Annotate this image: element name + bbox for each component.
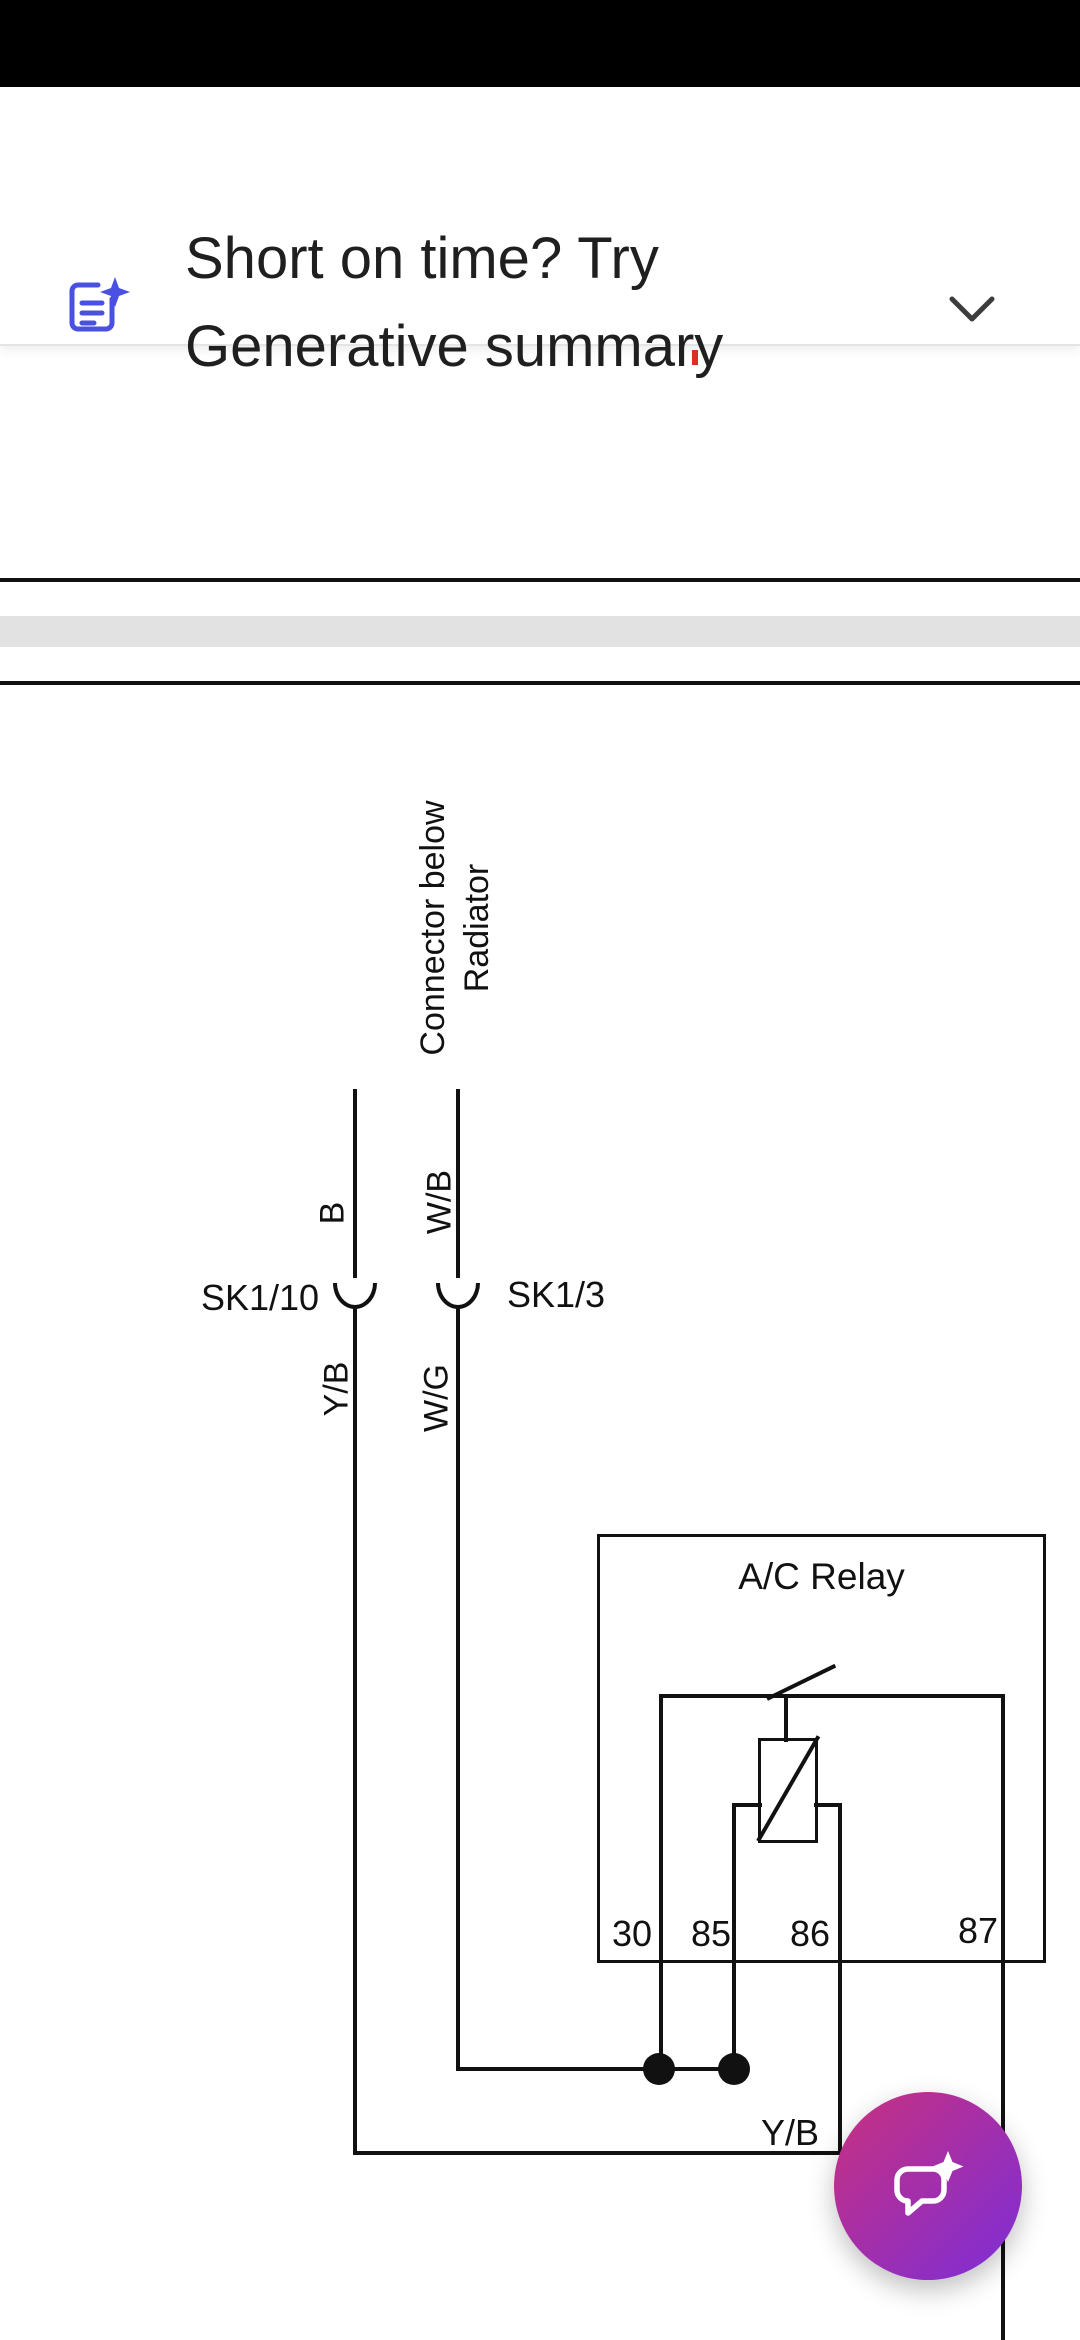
- wire-pin86: [838, 1803, 842, 2155]
- red-marker: [692, 350, 698, 365]
- relay-coil: [758, 1738, 818, 1843]
- wire-right-lower: [456, 1305, 460, 2071]
- wire-label-b: B: [313, 1201, 352, 1225]
- ai-assistant-fab[interactable]: [834, 2092, 1022, 2280]
- pin-label-87: 87: [957, 1910, 999, 1951]
- wire-right-upper: [456, 1089, 460, 1278]
- banner-title-line2: Generative summary: [185, 314, 724, 379]
- ai-assistant-chat-sparkle-icon: [886, 2143, 970, 2230]
- relay-switch-stub: [784, 1696, 788, 1742]
- banner-title: Short on time? Try Generative summary: [185, 215, 723, 391]
- pin-label-86: 86: [789, 1913, 831, 1954]
- junction-dot-right: [718, 2053, 750, 2085]
- pin-label-85: 85: [690, 1913, 732, 1954]
- relay-switch-line: [661, 1694, 1003, 1698]
- wire-yb-horizontal: [353, 2151, 842, 2155]
- page-rule-top: [0, 578, 1080, 582]
- pin-label-30: 30: [611, 1913, 653, 1954]
- connector-label-right: SK1/3: [506, 1274, 606, 1315]
- banner-title-line1: Short on time? Try: [185, 226, 659, 291]
- wire-label-yb: Y/B: [317, 1361, 356, 1417]
- junction-dot-left: [643, 2053, 675, 2085]
- connector-location-line2: Radiator: [458, 863, 496, 993]
- wire-wg-horizontal: [456, 2067, 738, 2071]
- page-gap: [0, 616, 1080, 647]
- chevron-down-icon[interactable]: [946, 292, 998, 326]
- connector-label-left: SK1/10: [200, 1277, 320, 1318]
- connector-location-line1: Connector below: [414, 800, 452, 1056]
- wire-label-wg: W/G: [417, 1364, 456, 1432]
- wire-left-lower: [353, 1305, 357, 2155]
- generative-summary-icon: [62, 273, 130, 341]
- wire-label-yb-bottom: Y/B: [760, 2112, 820, 2153]
- wire-pin87: [1001, 1694, 1005, 2340]
- status-bar: [0, 0, 1080, 87]
- relay-coil-yoke-right: [814, 1803, 842, 1807]
- wire-label-wb: W/B: [420, 1169, 459, 1235]
- relay-box: [597, 1534, 1046, 1963]
- wire-pin85: [732, 1803, 736, 2071]
- page-rule-bottom: [0, 681, 1080, 685]
- connector-location-label: Connector below Radiator: [411, 800, 499, 1055]
- relay-title: A/C Relay: [738, 1556, 905, 1597]
- wire-left-upper: [353, 1089, 357, 1278]
- generative-summary-banner[interactable]: Short on time? Try Generative summary: [0, 87, 1080, 379]
- wire-pin30: [659, 1694, 663, 2071]
- relay-coil-yoke-left: [732, 1803, 762, 1807]
